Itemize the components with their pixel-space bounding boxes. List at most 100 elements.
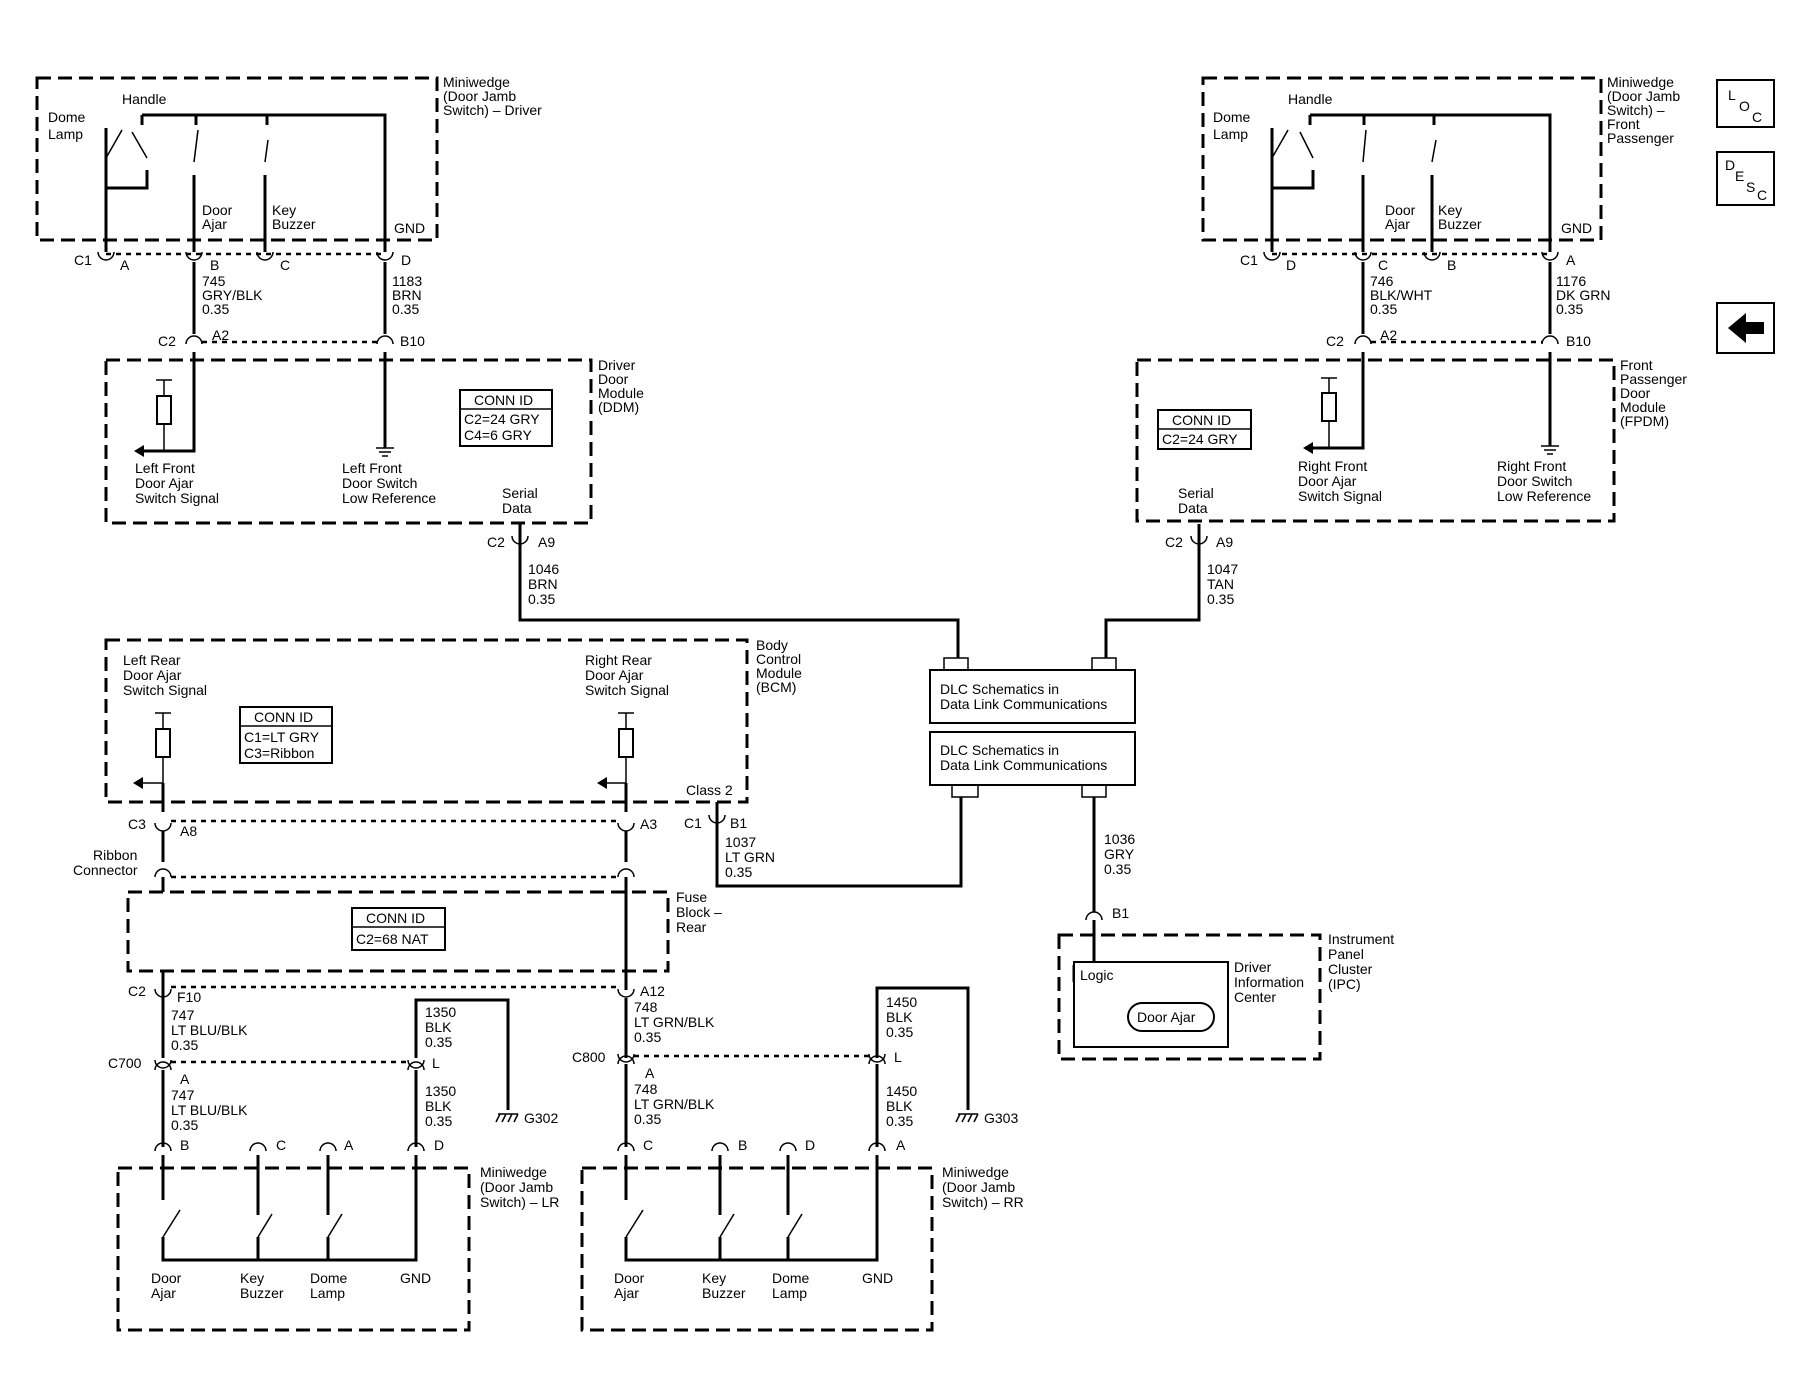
lr-key-buzzer-label: Key Buzzer [240, 1270, 284, 1301]
left-arrow-icon [1728, 313, 1764, 343]
wire-1450-to-g303 [875, 986, 970, 1110]
passenger-gnd-label: GND [1561, 220, 1592, 236]
svg-text:CONN ID: CONN ID [1172, 412, 1231, 428]
svg-text:B1: B1 [1112, 905, 1129, 921]
passenger-c1-pin-d: D [1286, 257, 1296, 273]
svg-text:C3=Ribbon: C3=Ribbon [244, 745, 314, 761]
svg-text:G302: G302 [524, 1110, 558, 1126]
passenger-switch-title: Miniwedge (Door Jamb Switch) – Front Pas… [1607, 74, 1684, 146]
lr-door-jamb-switch: Miniwedge (Door Jamb Switch) – LR Door A… [116, 1155, 559, 1332]
desc-letter-d: D [1725, 157, 1735, 173]
passenger-c1-label: C1 [1240, 252, 1258, 268]
desc-button[interactable]: D E S C [1716, 151, 1775, 206]
ribbon-connector: Ribbon Connector [73, 847, 635, 879]
ribbon-wires [161, 831, 628, 862]
fuse-conn-id-box: CONN ID C2=68 NAT [351, 907, 446, 951]
svg-text:D: D [434, 1137, 444, 1153]
loc-button[interactable]: L O C [1716, 79, 1775, 128]
wire-747b-label: 747 LT BLU/BLK 0.35 [171, 1087, 251, 1133]
wire-746-label: 746 BLK/WHT 0.35 [1370, 273, 1436, 317]
driver-switch-title: Miniwedge (Door Jamb Switch) – Driver [443, 74, 542, 118]
back-button[interactable] [1716, 302, 1775, 354]
wire-1450b-label: 1450 BLK 0.35 [886, 1083, 921, 1129]
bcm-rr-signal-label: Right Rear Door Ajar Switch Signal [585, 652, 669, 698]
svg-text:A: A [344, 1137, 354, 1153]
passenger-handle-label: Handle [1288, 91, 1333, 107]
svg-text:C2: C2 [1165, 534, 1183, 550]
driver-c1-connector: C1 A B C D [74, 251, 411, 273]
ddm-b10-pin: B10 [400, 333, 425, 349]
passenger-c1-pin-b: B [1447, 257, 1456, 273]
svg-text:A3: A3 [640, 816, 657, 832]
svg-text:C2: C2 [487, 534, 505, 550]
instrument-panel-cluster: Instrument Panel Cluster (IPC) Logic Dri… [1057, 931, 1394, 1061]
wire-1450-label: 1450 BLK 0.35 [886, 994, 921, 1040]
fuse-block-title: Fuse Block – Rear [676, 889, 726, 935]
rr-key-buzzer-label: Key Buzzer [702, 1270, 746, 1301]
wire-748-label: 748 LT GRN/BLK 0.35 [634, 999, 718, 1045]
ddm-c2-label: C2 [158, 333, 176, 349]
ipc-logic-label: Logic [1080, 967, 1113, 983]
passenger-switch-to-fpdm-wires [1361, 262, 1552, 334]
svg-text:C2=24 GRY: C2=24 GRY [1162, 431, 1238, 447]
driver-gnd-label: GND [394, 220, 425, 236]
svg-text:F10: F10 [177, 989, 201, 1005]
ipc-dic-label: Driver Information Center [1234, 959, 1308, 1005]
fpdm-a2-pin: A2 [1380, 327, 1397, 343]
g303-ground-icon: G303 [955, 1110, 1018, 1126]
bcm-conn-id-box: CONN ID C1=LT GRY C3=Ribbon [239, 706, 333, 764]
driver-c1-pin-c: C [280, 257, 290, 273]
svg-text:A: A [896, 1137, 906, 1153]
bcm-lr-signal-label: Left Rear Door Ajar Switch Signal [123, 652, 207, 698]
svg-text:A12: A12 [640, 983, 665, 999]
ipc-door-ajar-indicator: Door Ajar [1137, 1009, 1196, 1025]
driver-c1-label: C1 [74, 252, 92, 268]
lr-dome-lamp-label: Dome Lamp [310, 1270, 351, 1301]
svg-text:C4=6 GRY: C4=6 GRY [464, 427, 532, 443]
fpdm-signal-label: Right Front Door Ajar Switch Signal [1298, 458, 1382, 504]
fpdm-c2-connector: C2 A2 B10 [1326, 327, 1591, 349]
c800-to-rr-wires [624, 1064, 879, 1147]
ddm-signal-label: Left Front Door Ajar Switch Signal [135, 460, 219, 506]
ddm-serial-connector: C2 A9 [487, 534, 555, 550]
passenger-key-buzzer-label: Key Buzzer [1438, 202, 1482, 232]
svg-text:C3: C3 [128, 816, 146, 832]
wire-1350-label: 1350 BLK 0.35 [425, 1004, 460, 1050]
svg-text:CONN ID: CONN ID [474, 392, 533, 408]
svg-text:C700: C700 [108, 1055, 142, 1071]
driver-door-ajar-label: Door Ajar [202, 202, 236, 232]
ddm-title: Driver Door Module (DDM) [598, 357, 648, 415]
lr-door-jamb-switch-connectors: B C A D [154, 1137, 444, 1153]
svg-text:B: B [738, 1137, 747, 1153]
svg-text:C2=68 NAT: C2=68 NAT [356, 931, 429, 947]
driver-key-buzzer-label: Key Buzzer [272, 202, 316, 232]
fpdm-conn-id-box: CONN ID C2=24 GRY [1157, 409, 1252, 450]
rr-gnd-label: GND [862, 1270, 893, 1286]
fpdm-title: Front Passenger Door Module (FPDM) [1620, 357, 1691, 429]
lr-gnd-label: GND [400, 1270, 431, 1286]
fuse-to-c700-c800-wires [161, 971, 628, 1058]
serial-data-wire-1046 [518, 524, 960, 648]
class2-wire-1037 [715, 797, 963, 888]
rr-switch-title: Miniwedge (Door Jamb Switch) – RR [942, 1164, 1024, 1210]
dlc-reference-box-bottom[interactable]: DLC Schematics in Data Link Communicatio… [929, 731, 1136, 798]
serial-data-wire-1047 [1104, 524, 1201, 648]
bcm-title: Body Control Module (BCM) [756, 637, 806, 695]
bcm-class2-label: Class 2 [686, 782, 733, 798]
driver-switch-to-ddm-wires [192, 262, 387, 334]
fpdm-serial-connector: C2 A9 [1165, 534, 1233, 550]
svg-text:C: C [276, 1137, 286, 1153]
svg-text:L: L [894, 1049, 902, 1065]
rr-door-jamb-switch: Miniwedge (Door Jamb Switch) – RR Door A… [580, 1155, 1024, 1332]
front-passenger-door-module: Front Passenger Door Module (FPDM) CONN … [1135, 352, 1691, 523]
desc-letter-e: E [1735, 168, 1744, 184]
wire-1046-label: 1046 BRN 0.35 [528, 561, 563, 607]
ddm-serial-data-label: Serial Data [502, 485, 542, 516]
svg-text:Data Link Communications: Data Link Communications [940, 696, 1107, 712]
dlc-reference-box-top[interactable]: DLC Schematics in Data Link Communicatio… [929, 657, 1136, 724]
bcm-c3-connector: C3 A8 A3 [128, 816, 657, 839]
fpdm-lowref-label: Right Front Door Switch Low Reference [1497, 458, 1591, 504]
ddm-c2-connector: C2 A2 B10 [158, 327, 425, 349]
lr-switch-title: Miniwedge (Door Jamb Switch) – LR [480, 1164, 559, 1210]
desc-letter-s: S [1746, 179, 1755, 195]
